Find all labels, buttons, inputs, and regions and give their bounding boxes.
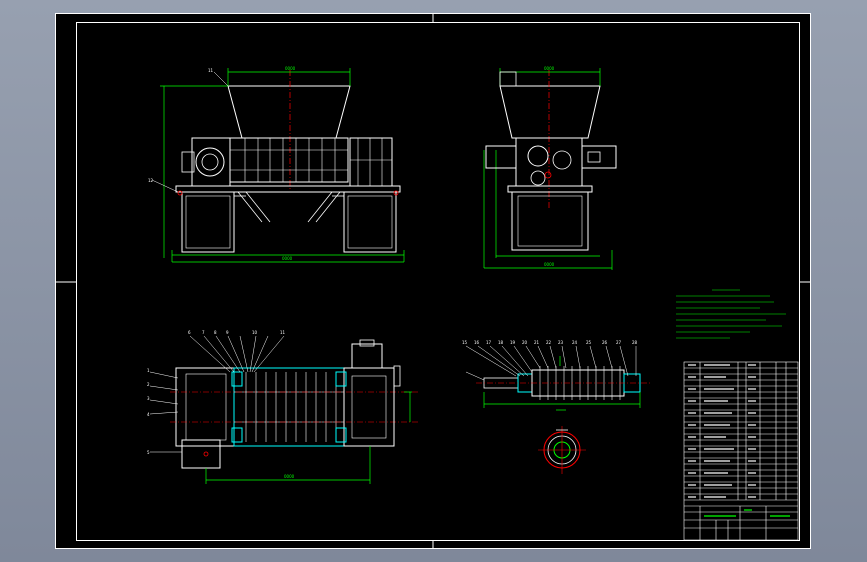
balloon-2: 2	[147, 382, 150, 387]
balloon-16: 16	[474, 340, 480, 345]
technical-notes	[676, 289, 786, 339]
balloon-4: 4	[147, 412, 150, 417]
balloon-24: 24	[572, 340, 578, 345]
parts-list-entries	[688, 364, 756, 498]
centring-marks	[55, 13, 811, 549]
balloon-3: 3	[147, 396, 150, 401]
balloon-9: 9	[226, 330, 229, 335]
balloon-22: 22	[546, 340, 552, 345]
balloon-11: 11	[280, 330, 286, 335]
svg-text:0000: 0000	[285, 66, 296, 71]
balloon-20: 20	[522, 340, 528, 345]
drawing-sheet	[55, 13, 811, 549]
svg-text:0000: 0000	[544, 66, 555, 71]
balloon-6: 6	[188, 330, 191, 335]
top-plan-view: 0000 1 2 3 4 5 6 7	[147, 330, 420, 484]
balloon-27: 27	[616, 340, 622, 345]
balloon-15: 15	[462, 340, 468, 345]
balloon-28: 28	[632, 340, 638, 345]
svg-text:11: 11	[208, 68, 214, 73]
inner-frame	[76, 22, 800, 541]
balloon-1: 1	[147, 368, 150, 373]
side-elevation-view: 0000 0000	[483, 66, 617, 270]
balloon-23: 23	[558, 340, 564, 345]
svg-text:12: 12	[148, 178, 154, 183]
balloon-19: 19	[510, 340, 516, 345]
title-block	[704, 509, 790, 517]
svg-text:0000: 0000	[544, 262, 555, 267]
front-elevation-view: 0000 0000	[148, 66, 405, 263]
shaft-detail-view: 15 16 17 18 19 20 21 22 23 24 25 26 27 2…	[462, 340, 650, 411]
balloon-26: 26	[602, 340, 608, 345]
section-circle-view	[538, 426, 586, 474]
balloon-21: 21	[534, 340, 540, 345]
svg-text:0000: 0000	[282, 256, 293, 261]
balloon-10: 10	[252, 330, 258, 335]
balloon-17: 17	[486, 340, 492, 345]
svg-text:0000: 0000	[284, 474, 295, 479]
balloon-5: 5	[147, 450, 150, 455]
balloon-7: 7	[202, 330, 205, 335]
parts-list-table	[683, 361, 799, 541]
balloon-25: 25	[586, 340, 592, 345]
balloon-18: 18	[498, 340, 504, 345]
balloon-8: 8	[214, 330, 217, 335]
outer-border	[55, 13, 811, 549]
